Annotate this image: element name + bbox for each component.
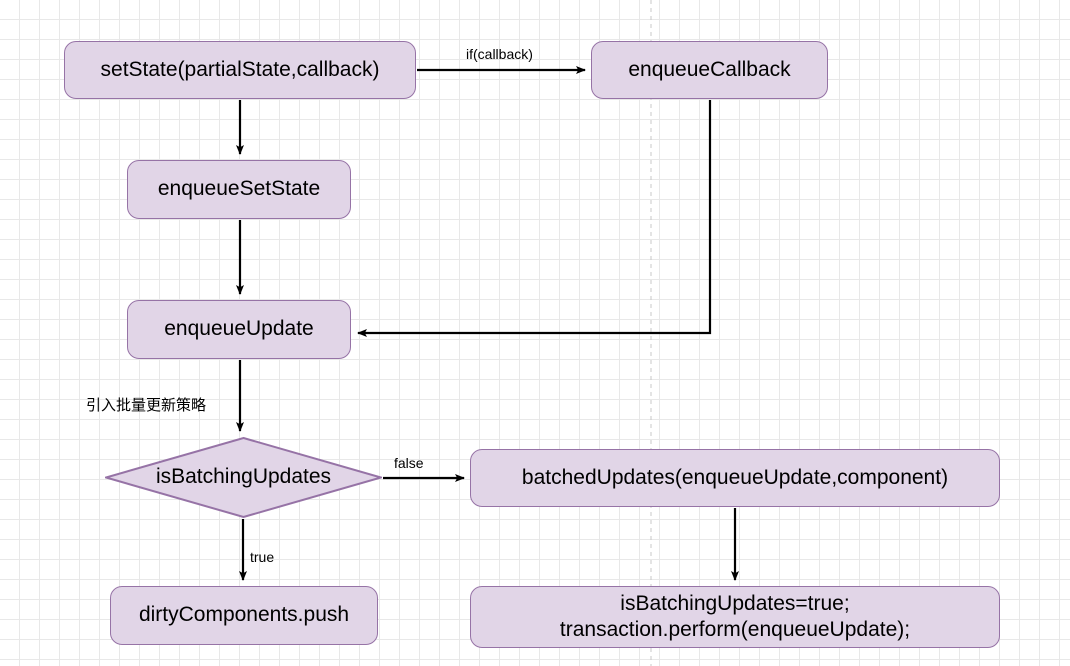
node-enqueueupdate[interactable]: enqueueUpdate xyxy=(127,300,351,359)
node-enqueuecallback[interactable]: enqueueCallback xyxy=(591,41,828,99)
edge-label-true: true xyxy=(250,549,275,565)
node-batchedupdates-label: batchedUpdates(enqueueUpdate,component) xyxy=(521,465,949,489)
diamond-shape-icon xyxy=(105,437,382,518)
edge-label-if-callback: if(callback) xyxy=(466,46,533,62)
node-enqueuesetstate[interactable]: enqueueSetState xyxy=(127,160,351,219)
node-enqueueupdate-label: enqueueUpdate xyxy=(164,317,314,341)
node-isbatchingupdates-label: isBatchingUpdates xyxy=(155,465,332,489)
node-batchedupdates[interactable]: batchedUpdates(enqueueUpdate,component) xyxy=(470,449,1000,507)
node-setstate-label: setState(partialState,callback) xyxy=(100,57,380,81)
node-setstate[interactable]: setState(partialState,callback) xyxy=(64,41,416,99)
node-enqueuesetstate-label: enqueueSetState xyxy=(157,177,321,201)
node-dirtycomponents[interactable]: dirtyComponents.push xyxy=(110,586,378,645)
node-isbatchingupdates[interactable]: isBatchingUpdates xyxy=(105,437,382,518)
edge-label-false: false xyxy=(394,455,424,471)
node-transactionperform-label: isBatchingUpdates=true; transaction.perf… xyxy=(559,591,911,641)
node-enqueuecallback-label: enqueueCallback xyxy=(628,57,791,81)
node-transactionperform[interactable]: isBatchingUpdates=true; transaction.perf… xyxy=(470,586,1000,648)
edge-enqueuecallback-to-enqueueupdate xyxy=(357,100,712,337)
node-dirtycomponents-label: dirtyComponents.push xyxy=(138,603,350,627)
edge-label-batch-strategy: 引入批量更新策略 xyxy=(86,397,207,414)
